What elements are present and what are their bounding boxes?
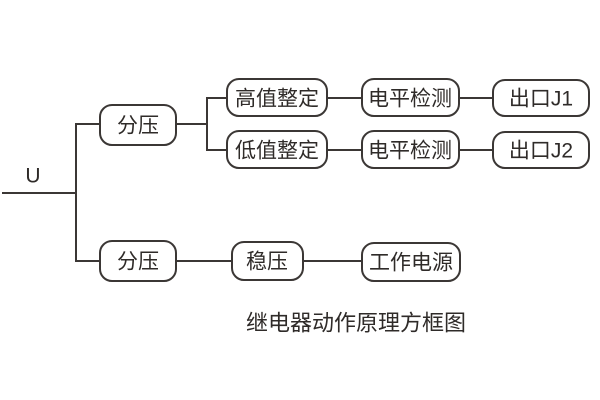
level-detection-2-box [361,130,460,169]
outlet-j1-label: 出口J1 [509,88,573,111]
node-level-detection-1: 电平检测 [361,78,460,117]
node-voltage-divider-top: 分压 [99,104,177,146]
node-outlet-j1: 出口J1 [492,79,590,117]
node-outlet-j2: 出口J2 [492,131,590,169]
voltage-divider-bottom-label: 分压 [117,251,159,274]
high-value-setting-box [226,78,328,117]
voltage-divider-top-box [99,104,177,146]
node-voltage-regulator: 稳压 [231,241,304,281]
outlet-j1-box [492,79,590,117]
outlet-j2-box [492,131,590,169]
voltage-divider-bottom-box [99,240,177,282]
voltage-divider-top-label: 分压 [117,115,159,138]
low-value-setting-box [226,130,328,169]
input-voltage-label: U [25,165,40,188]
node-working-power: 工作电源 [361,242,461,282]
level-detection-1-label: 电平检测 [368,88,452,111]
level-detection-2-label: 电平检测 [368,140,452,163]
voltage-regulator-label: 稳压 [246,251,288,274]
high-value-setting-label: 高值整定 [235,88,319,111]
working-power-label: 工作电源 [369,252,453,275]
low-value-setting-label: 低值整定 [235,140,319,163]
node-voltage-divider-bottom: 分压 [99,240,177,282]
node-high-value-setting: 高值整定 [226,78,328,117]
working-power-box [361,242,461,282]
wires [2,97,494,262]
node-level-detection-2: 电平检测 [361,130,460,169]
level-detection-1-box [361,78,460,117]
voltage-regulator-box [231,241,304,281]
diagram-caption: 继电器动作原理方框图 [246,311,466,336]
node-low-value-setting: 低值整定 [226,130,328,169]
nodes: 分压 高值整定 电平检测 出口J1 低值整定 电平检测 [99,78,590,282]
outlet-j2-label: 出口J2 [509,140,573,163]
